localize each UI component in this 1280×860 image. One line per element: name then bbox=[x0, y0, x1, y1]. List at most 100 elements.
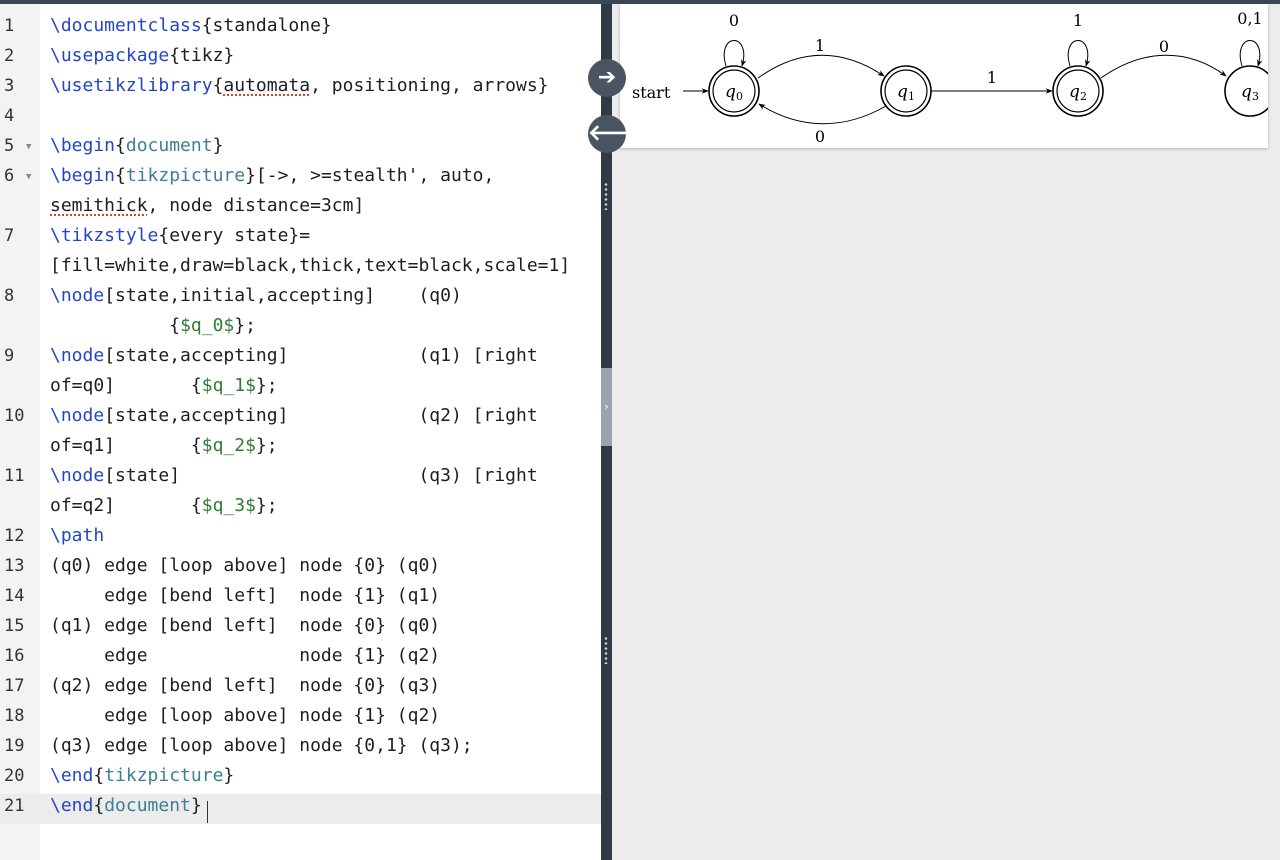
arrow-left-icon[interactable]: 🡐 bbox=[588, 115, 647, 153]
code-text: { bbox=[115, 165, 126, 186]
state-q1: q1 bbox=[880, 65, 932, 117]
code-text: { bbox=[93, 765, 105, 786]
edge-q1-q0 bbox=[758, 103, 887, 125]
latex-command: \end bbox=[50, 765, 94, 786]
line-number: 11 bbox=[4, 466, 25, 486]
code-line[interactable]: edge node {1} (q2) bbox=[50, 645, 441, 666]
code-line-wrap[interactable]: of=q2] {$q_3$}; bbox=[50, 496, 598, 516]
code-text: of=q1] bbox=[50, 435, 191, 456]
resize-grip-icon[interactable] bbox=[604, 182, 608, 210]
code-line[interactable]: edge [bend left] node {1} (q1) bbox=[50, 585, 441, 606]
code-editor[interactable]: 1 2 3 4 5 ▼ 6 ▼ 7 8 9 10 11 12 13 14 15 … bbox=[0, 4, 601, 860]
state-q2: q2 bbox=[1052, 65, 1104, 117]
code-line[interactable]: \tikzstyle{every state}= bbox=[50, 226, 598, 246]
loop-edge-q3 bbox=[1239, 40, 1263, 67]
code-line[interactable]: \node[state,accepting] (q2) [right bbox=[50, 406, 598, 426]
code-text: {standalone} bbox=[201, 15, 332, 36]
line-number: 7 bbox=[4, 226, 15, 246]
code-text: { bbox=[190, 495, 202, 516]
line-number-gutter bbox=[0, 4, 40, 860]
collapse-pane-button[interactable]: › bbox=[601, 368, 612, 446]
code-text: [state,accepting] (q2) [right bbox=[104, 405, 538, 426]
line-number: 18 bbox=[4, 706, 25, 726]
code-text: } bbox=[212, 135, 224, 156]
environment-name: tikzpicture bbox=[104, 765, 224, 786]
latex-command: \path bbox=[50, 525, 105, 546]
code-text: } bbox=[223, 765, 235, 786]
edge-label: 0,1 bbox=[1237, 9, 1262, 28]
line-number: 15 bbox=[4, 616, 25, 636]
code-line-wrap[interactable]: of=q0] {$q_1$}; bbox=[50, 376, 598, 396]
state-label: q3 bbox=[1241, 82, 1259, 103]
code-line[interactable]: \usetikzlibrary{automata, positioning, a… bbox=[50, 76, 598, 96]
edge-q2-q3 bbox=[1100, 54, 1227, 79]
latex-command: \usepackage bbox=[50, 45, 170, 66]
code-text: [state,accepting] (q1) [right bbox=[104, 345, 538, 366]
code-line[interactable]: \begin{document} bbox=[50, 136, 598, 156]
code-text bbox=[50, 315, 169, 336]
code-line[interactable]: (q2) edge [bend left] node {0} (q3) bbox=[50, 675, 441, 696]
environment-name: document bbox=[125, 135, 213, 156]
latex-command: \node bbox=[50, 285, 105, 306]
edge-q0-q1 bbox=[757, 54, 885, 79]
line-number: 6 bbox=[4, 166, 15, 186]
code-line[interactable]: \end{document} bbox=[50, 796, 598, 816]
code-text: } bbox=[190, 795, 202, 816]
code-line[interactable]: (q3) edge [loop above] node {0,1} (q3); bbox=[50, 735, 473, 756]
code-text: }; bbox=[234, 315, 256, 336]
code-line[interactable]: \usepackage{tikz} bbox=[50, 46, 598, 66]
code-line-wrap[interactable]: of=q1] {$q_2$}; bbox=[50, 436, 598, 456]
loop-edge-q2 bbox=[1067, 40, 1091, 67]
resize-grip-icon[interactable] bbox=[604, 636, 608, 664]
code-line[interactable]: \end{tikzpicture} bbox=[50, 766, 598, 786]
code-text: { bbox=[169, 315, 181, 336]
edge-label: 0 bbox=[729, 11, 739, 30]
state-q0: q0 bbox=[708, 65, 760, 117]
code-line[interactable]: \documentclass{standalone} bbox=[50, 16, 598, 36]
code-text: { bbox=[93, 795, 105, 816]
environment-name: document bbox=[104, 795, 191, 816]
code-line[interactable]: (q1) edge [bend left] node {0} (q0) bbox=[50, 615, 441, 636]
code-text: [state,initial,accepting] (q0) bbox=[104, 285, 462, 306]
math-text: $q_1$ bbox=[201, 375, 256, 396]
code-line[interactable]: \begin{tikzpicture}[->, >=stealth', auto… bbox=[50, 166, 598, 186]
code-text: { bbox=[190, 435, 202, 456]
code-line-wrap[interactable]: {$q_0$}; bbox=[50, 316, 598, 336]
line-number: 14 bbox=[4, 586, 25, 606]
code-text: }; bbox=[255, 435, 278, 456]
pdf-page: q0 q1 q2 q3 start 0 1 bbox=[620, 4, 1268, 148]
line-number: 5 bbox=[4, 136, 15, 156]
fold-toggle-icon[interactable]: ▼ bbox=[26, 142, 32, 152]
latex-command: \node bbox=[50, 405, 105, 426]
spellcheck-word[interactable]: automata bbox=[223, 75, 311, 96]
arrow-right-icon[interactable]: ➔ bbox=[588, 59, 626, 97]
state-q3: q3 bbox=[1224, 65, 1268, 117]
code-line[interactable]: (q0) edge [loop above] node {0} (q0) bbox=[50, 555, 441, 576]
code-line[interactable]: \node[state] (q3) [right bbox=[50, 466, 598, 486]
fold-toggle-icon[interactable]: ▼ bbox=[26, 172, 32, 182]
code-line-wrap[interactable]: semithick, node distance=3cm] bbox=[50, 196, 598, 216]
code-text: , node distance=3cm] bbox=[147, 195, 365, 216]
code-line[interactable]: \node[state,initial,accepting] (q0) bbox=[50, 286, 598, 306]
code-text: of=q0] bbox=[50, 375, 191, 396]
environment-name: tikzpicture bbox=[125, 165, 246, 186]
top-bar bbox=[0, 0, 1280, 4]
line-number: 19 bbox=[4, 736, 25, 756]
code-line[interactable]: edge [loop above] node {1} (q2) bbox=[50, 705, 441, 726]
pdf-preview-pane: q0 q1 q2 q3 start 0 1 bbox=[612, 4, 1280, 860]
automaton-diagram: q0 q1 q2 q3 start 0 1 bbox=[632, 9, 1268, 146]
line-number: 1 bbox=[4, 16, 15, 36]
code-line[interactable]: \node[state,accepting] (q1) [right bbox=[50, 346, 598, 366]
code-text: [state] (q3) [right bbox=[104, 465, 538, 486]
code-text: { bbox=[190, 375, 202, 396]
code-line-wrap[interactable]: [fill=white,draw=black,thick,text=black,… bbox=[50, 256, 598, 276]
line-number: 9 bbox=[4, 346, 15, 366]
code-line[interactable]: \path bbox=[50, 526, 598, 546]
line-number: 12 bbox=[4, 526, 25, 546]
code-text: {tikz} bbox=[169, 45, 235, 66]
edge-label: 0 bbox=[1159, 37, 1169, 56]
code-text: { bbox=[115, 135, 126, 156]
spellcheck-word[interactable]: semithick bbox=[50, 195, 148, 216]
state-label: q2 bbox=[1069, 82, 1087, 103]
active-line-highlight bbox=[0, 794, 601, 824]
